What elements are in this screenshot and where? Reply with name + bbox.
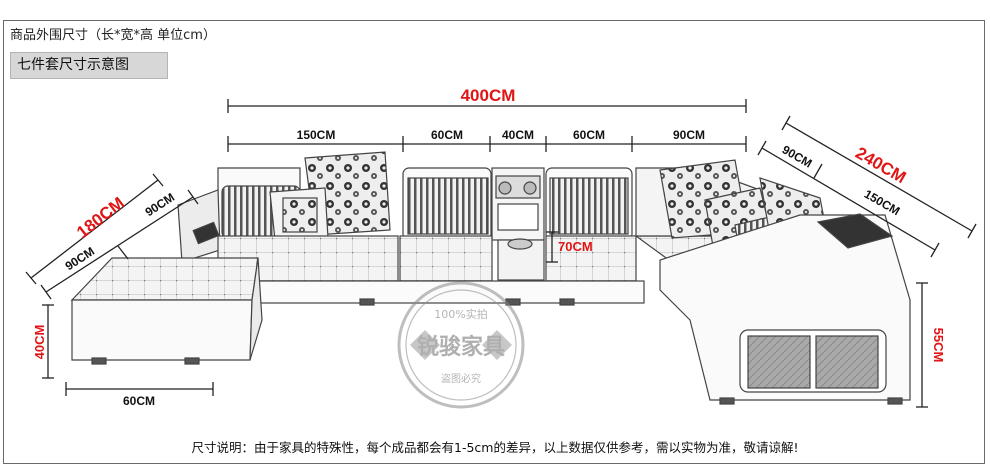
right-depth-b-label: 150CM bbox=[862, 187, 903, 218]
seg3-label: 40CM bbox=[502, 128, 534, 142]
arm-height-label: 55CM bbox=[931, 328, 946, 363]
right-depth-label: 240CM bbox=[852, 143, 909, 187]
page-title: 商品外围尺寸（长*宽*高 单位cm） bbox=[10, 28, 216, 43]
total-width-label: 400CM bbox=[461, 86, 516, 105]
sofa-illustration bbox=[70, 151, 911, 405]
seg1-label: 150CM bbox=[297, 128, 336, 142]
watermark-line1: 100%实拍 bbox=[434, 307, 487, 321]
seg5-label: 90CM bbox=[673, 128, 705, 142]
right-depth-a-label: 90CM bbox=[780, 142, 815, 170]
left-depth-a-label: 90CM bbox=[63, 244, 97, 273]
content-frame bbox=[3, 20, 985, 464]
seat-height-label: 40CM bbox=[32, 325, 47, 360]
watermark-line3: 盗图必究 bbox=[441, 372, 481, 385]
left-depth-b-label: 90CM bbox=[143, 190, 177, 219]
console-height-label: 70CM bbox=[558, 239, 593, 254]
brand-watermark-stamp: 100%实拍 锐骏家具 盗图必究 bbox=[397, 281, 525, 409]
left-depth-label: 180CM bbox=[73, 193, 128, 242]
footer-note: 尺寸说明：由于家具的特殊性，每个成品都会有1-5cm的差异，以上数据仅供参考，需… bbox=[191, 440, 799, 455]
dimension-lines bbox=[25, 99, 977, 408]
seg4-label: 60CM bbox=[573, 128, 605, 142]
watermark-brand: 锐骏家具 bbox=[417, 334, 505, 360]
diagram-badge: 七件套尺寸示意图 bbox=[10, 52, 168, 79]
seg2-label: 60CM bbox=[431, 128, 463, 142]
chaise-width-label: 60CM bbox=[123, 394, 155, 408]
